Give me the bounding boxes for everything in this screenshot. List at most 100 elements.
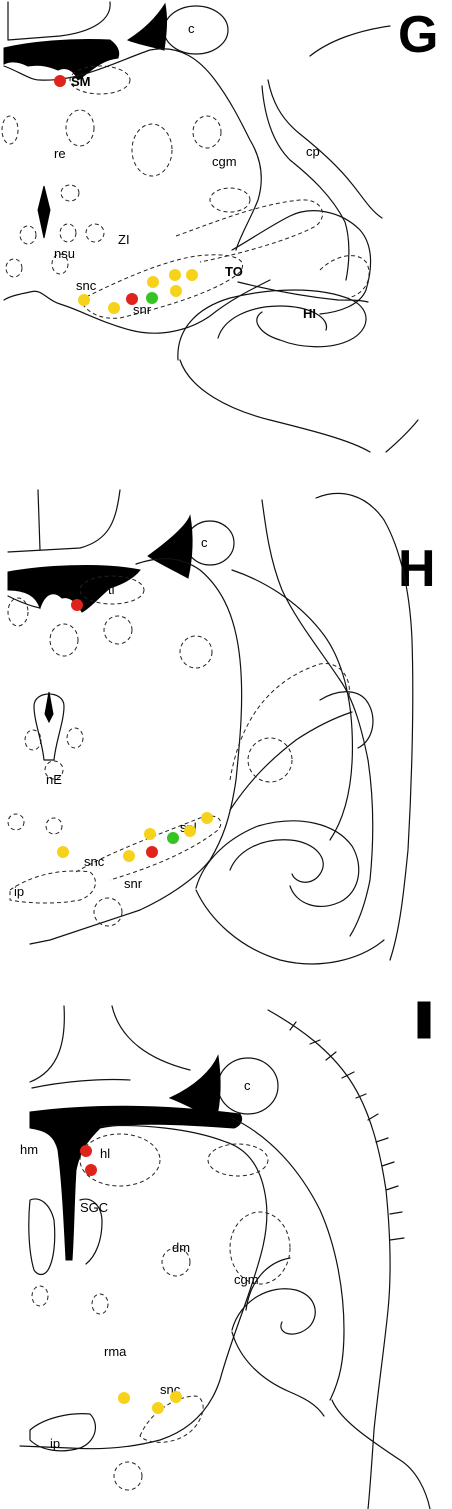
hi-lower-right-g [385,419,419,453]
marker-yellow [118,1392,130,1404]
sn-zone-dash-g [79,254,243,319]
nucleus-dash-2-h [49,623,79,657]
brain-outline-h [29,558,243,945]
label-cp-g: cp [306,144,320,159]
label-sm-g: SM [71,74,91,89]
label-hm-i: hm [20,1142,38,1157]
label-to-g: TO [225,264,243,279]
label-snc-g: snc [76,278,97,293]
sgc-black-region-i [29,1105,243,1261]
midline-top-h [37,489,41,551]
structure-c-black-h [147,514,193,579]
nucleus-dash-11-g [209,187,251,213]
hi-swirl-inner-g [217,305,328,339]
panel-letter-i-shape [417,1001,431,1039]
hi-swirl-outer-h [195,820,360,907]
hi-lower-i [231,1331,325,1417]
nucleus-dash-1-h [7,597,29,627]
label-ip-i: ip [50,1436,60,1451]
marker-red [80,1145,92,1157]
marker-yellow [123,850,135,862]
label-c-i: c [244,1078,251,1093]
label-ne-h: nE [46,772,62,787]
marker-yellow [169,269,181,281]
marker-red [85,1164,97,1176]
midline-left-lobe-i [28,1198,56,1276]
marker-yellow [170,1391,182,1403]
panel-g: G [1,1,438,453]
marker-red [126,293,138,305]
label-sgc-i: SGC [80,1200,108,1215]
cp-curve-g [267,79,383,219]
midline-keyhole-h [33,693,65,761]
nucleus-dash-3-g [131,123,173,177]
outline-left-h [7,595,41,609]
nucleus-dash-3-h [103,615,133,645]
inner-tract-i [231,1117,345,1401]
label-snr-h: snr [124,876,143,891]
structure-c-black-g [126,2,168,51]
label-hi-g: HI [303,306,316,321]
nucleus-dash-6-g [85,223,105,243]
nucleus-dash-4-h [179,635,213,669]
marker-yellow [184,825,196,837]
nucleus-dash-7-h [44,760,64,780]
lateral-outline-g [231,210,372,315]
label-rma-i: rma [104,1344,127,1359]
structure-c-outline-h [185,520,235,566]
brain-outline-g [3,48,262,251]
nucleus-dash-5-h [24,729,42,751]
dm-nucleus-dash-i [161,1247,191,1277]
lateral-dash-g [319,255,370,299]
marker-red [71,599,83,611]
label-snc-h: snc [84,854,105,869]
hi-swirl-inner-h [229,839,324,883]
nucleus-dash-9-h [45,817,63,835]
label-snr-g: snr [133,302,152,317]
label-hl-i: hl [100,1146,110,1161]
upper-left-contour-i [29,1005,65,1083]
upper-contour-h [7,489,121,553]
ip-zone-dash-h [9,870,96,904]
lateral-outline-h [231,569,354,841]
panel-h: H c [7,489,436,965]
nucleus-dash-7-g [59,223,77,243]
nucleus-dash-5-g [60,184,80,202]
nucleus-dash-10-g [51,253,69,275]
cgm-nucleus-dash-i [229,1211,291,1285]
nucleus-dash-2-g [65,109,95,147]
label-zi-g: ZI [118,232,130,247]
upper-line-i [31,1078,131,1089]
sm-nucleus-dash-g [69,65,131,95]
hi-lower-h [195,889,385,965]
lateral-small-h [319,691,374,749]
label-ip-h: ip [14,884,24,899]
label-nsu-g: nsu [54,246,75,261]
label-cgm-g: cgm [212,154,237,169]
marker-yellow [147,276,159,288]
panel-letter-g: G [398,6,438,64]
midline-diamond-g [37,185,51,239]
nucleus-dash-8-g [19,225,37,245]
cp-inner-g [261,85,350,281]
marker-yellow [57,846,69,858]
outer-right-h [315,492,414,961]
lower-right-curve-i [331,1399,431,1509]
nucleus-dash-4-g [192,115,222,149]
cp-border-i [267,1009,391,1509]
panel-letter-h: H [398,540,436,598]
hi-swirl-outer-g [177,289,367,361]
nucleus-dash-8-h [7,813,25,831]
sn-zone-dash-h [75,815,222,881]
rma-nucleus-dash-i [91,1293,109,1315]
to-line-g [237,281,369,303]
marker-yellow [152,1402,164,1414]
upper-contour-g [7,1,111,41]
nucleus-dash-6-h [66,727,84,749]
marker-yellow [186,269,198,281]
label-c-g: c [188,21,195,36]
ip-zone-i [29,1413,97,1452]
label-dm-i: dm [172,1240,190,1255]
